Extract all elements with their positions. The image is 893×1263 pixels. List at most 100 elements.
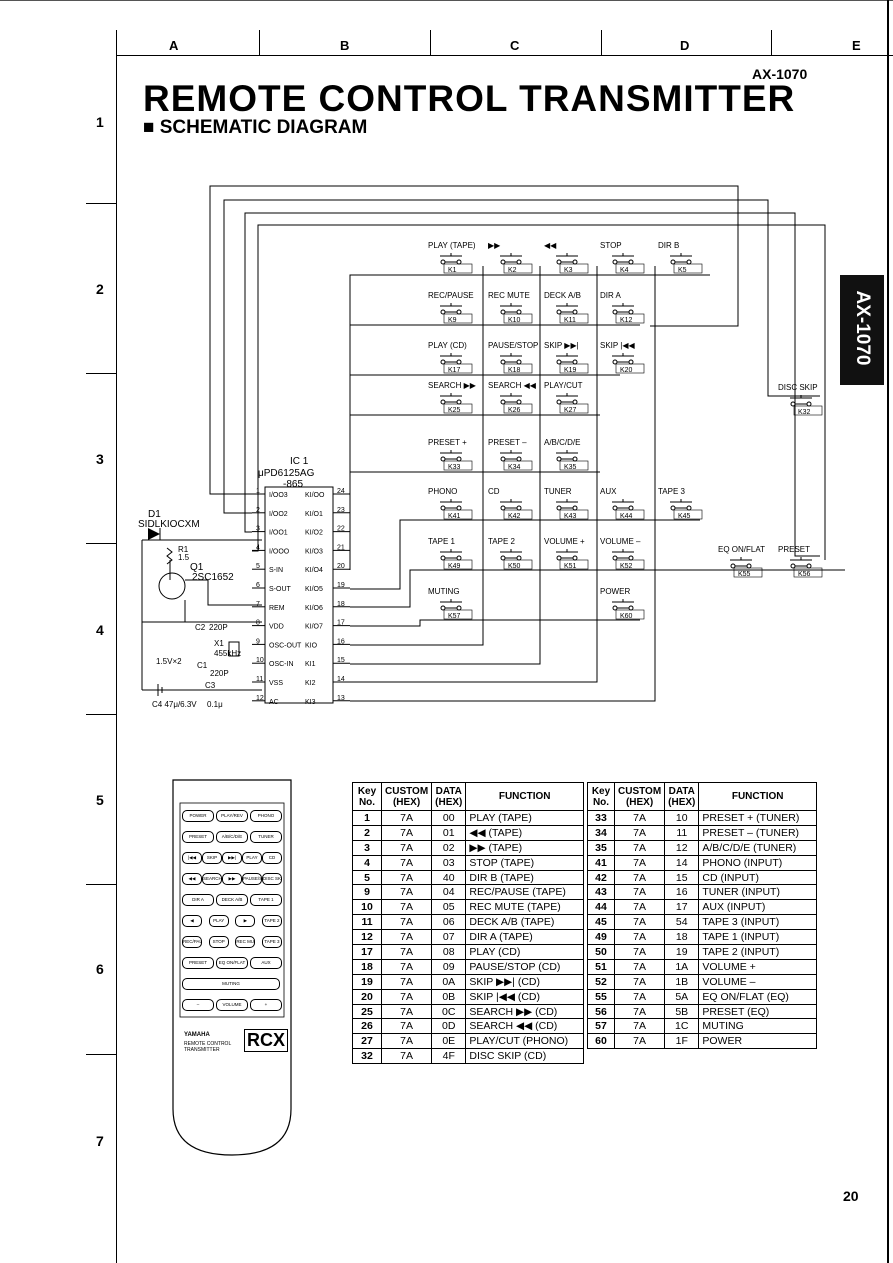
key-contact: [612, 259, 618, 265]
key-ref-box: [615, 559, 645, 570]
key-contact: [516, 259, 522, 265]
remote-button: TAPE 2: [261, 915, 282, 927]
ic-left-pin-name: I/OOO: [269, 548, 290, 555]
ic-right-pin-number: 21: [337, 544, 345, 551]
ic-left-pin-number: 12: [256, 695, 264, 702]
table-header-row: Key No. CUSTOM (HEX) DATA (HEX) FUNCTION: [352, 782, 584, 811]
data-cell: 1A: [664, 958, 700, 975]
key-ref: K11: [564, 317, 576, 324]
ic-right-pin-number: 19: [337, 582, 345, 589]
ic-left-pin-number: 8: [256, 620, 260, 627]
custom-cell: 7A: [613, 988, 666, 1005]
data-cell: 1F: [664, 1033, 700, 1050]
col-sep: [430, 30, 431, 56]
remote-button: REC MUTE: [235, 936, 256, 948]
data-cell: 02: [431, 839, 467, 856]
page-number: 20: [843, 1188, 859, 1204]
key-contact: [612, 309, 618, 315]
c3-value: 0.1μ: [207, 700, 223, 709]
custom-cell: 7A: [613, 914, 666, 931]
section-title: ■ SCHEMATIC DIAGRAM: [143, 117, 368, 138]
key-ref: K51: [564, 563, 577, 570]
key-contact: [612, 555, 618, 561]
c2-value: 220P: [209, 623, 228, 632]
key-ref-box: [559, 460, 589, 471]
row-divider: [86, 373, 116, 374]
custom-cell: 7A: [380, 944, 433, 960]
key-cell: 19: [352, 973, 382, 990]
key-ref-box: [443, 363, 473, 374]
key-contact: [556, 555, 562, 561]
key-ref: K5: [678, 267, 687, 274]
ic-right-pin-number: 18: [337, 601, 345, 608]
key-label: TAPE 1: [428, 537, 456, 546]
custom-cell: 7A: [380, 899, 433, 916]
key-contact: [516, 456, 522, 462]
data-cell: 1C: [664, 1018, 700, 1035]
key-contact: [572, 505, 578, 511]
key-switch: VOLUME +K51: [544, 537, 589, 570]
key-ref-box: [615, 363, 645, 374]
key-contact: [440, 259, 446, 265]
column-label-c: C: [510, 38, 520, 53]
key-label: SKIP ▶▶|: [544, 341, 579, 350]
key-contact: [500, 456, 506, 462]
key-cell: 45: [587, 914, 615, 931]
function-cell: CD (INPUT): [698, 869, 817, 886]
ic-left-pin-name: AC: [269, 699, 279, 706]
ic-part: μPD6125AG: [258, 468, 315, 479]
ic-right-pin-name: KI/O5: [305, 586, 323, 593]
function-cell: ◀◀ (TAPE): [465, 824, 584, 841]
key-switch: PRESET +K33: [428, 438, 473, 471]
function-cell: PAUSE/STOP (CD): [465, 958, 584, 975]
key-switch: ◀◀K3: [544, 241, 589, 274]
key-ref-box: [443, 509, 473, 520]
key-ref: K44: [620, 513, 633, 520]
remote-button: DECK A/B: [216, 894, 248, 906]
ic-right-pin-number: 22: [337, 526, 345, 533]
page-title: REMOTE CONTROL TRANSMITTER: [143, 78, 796, 119]
key-ref-box: [615, 509, 645, 520]
data-cell: 4F: [431, 1048, 467, 1065]
table-header-row: Key No. CUSTOM (HEX) DATA (HEX) FUNCTION: [587, 782, 817, 811]
model-number: AX-1070: [752, 66, 808, 82]
key-ref-box: [733, 567, 763, 578]
key-label: SKIP |◀◀: [600, 341, 636, 350]
ic-right-pin-name: KI/O7: [305, 624, 323, 631]
function-cell: PHONO (INPUT): [698, 854, 817, 871]
key-ref: K41: [448, 513, 461, 520]
custom-cell: 7A: [380, 988, 433, 1005]
data-cell: 0A: [431, 973, 467, 990]
ic-right-pin-name: KI/O4: [305, 567, 323, 574]
key-contact: [628, 555, 634, 561]
remote-button: PRESET: [182, 957, 214, 969]
key-contact: [500, 399, 506, 405]
key-cell: 50: [587, 944, 615, 960]
remote-caption: REMOTE CONTROL TRANSMITTER: [184, 1041, 232, 1053]
key-ref: K4: [620, 267, 629, 274]
c1-value: 220P: [210, 669, 229, 678]
data-cell: 5A: [664, 988, 700, 1005]
function-cell: SEARCH ◀◀ (CD): [465, 1018, 584, 1035]
top-rule: [0, 0, 893, 1]
remote-button: ▶▶|: [222, 852, 242, 864]
ic-left-pin-name: S-IN: [269, 567, 283, 574]
ic-left-pin-name: I/OO3: [269, 492, 288, 499]
x1-value: 455kHz: [214, 649, 241, 658]
key-ref: K12: [620, 317, 633, 324]
wire: [350, 266, 656, 702]
key-cell: 5: [352, 869, 382, 886]
ic-right-pin-name: KI/O2: [305, 530, 323, 537]
